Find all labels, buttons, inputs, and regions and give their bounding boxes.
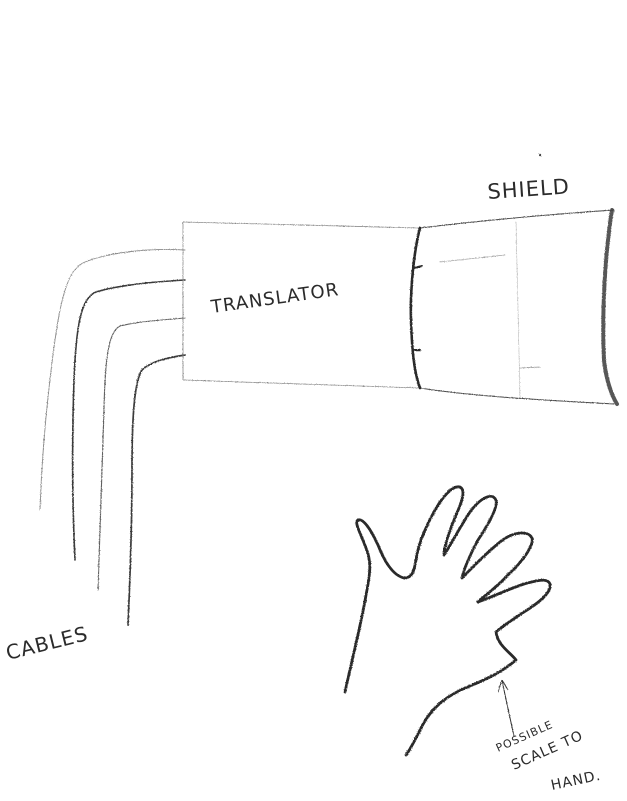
cables	[40, 250, 185, 626]
cables-label: CABLES	[3, 621, 90, 665]
translator-label: TRANSLATOR	[209, 279, 341, 318]
cable-2	[73, 280, 185, 560]
shield-left-rim	[411, 228, 420, 388]
hand-outline	[345, 487, 550, 755]
hand-drawing	[345, 487, 550, 755]
shield-bottom-edge	[420, 388, 614, 404]
shield-top-edge	[420, 210, 614, 228]
shield-label: SHIELD	[487, 174, 571, 204]
hand-note-line-3: HAND.	[550, 768, 603, 794]
cable-4	[128, 355, 185, 625]
shield-right-rim	[603, 210, 617, 404]
hand-note-pointer	[498, 680, 514, 736]
cable-3	[98, 318, 185, 590]
shield-inner-line	[516, 222, 520, 398]
